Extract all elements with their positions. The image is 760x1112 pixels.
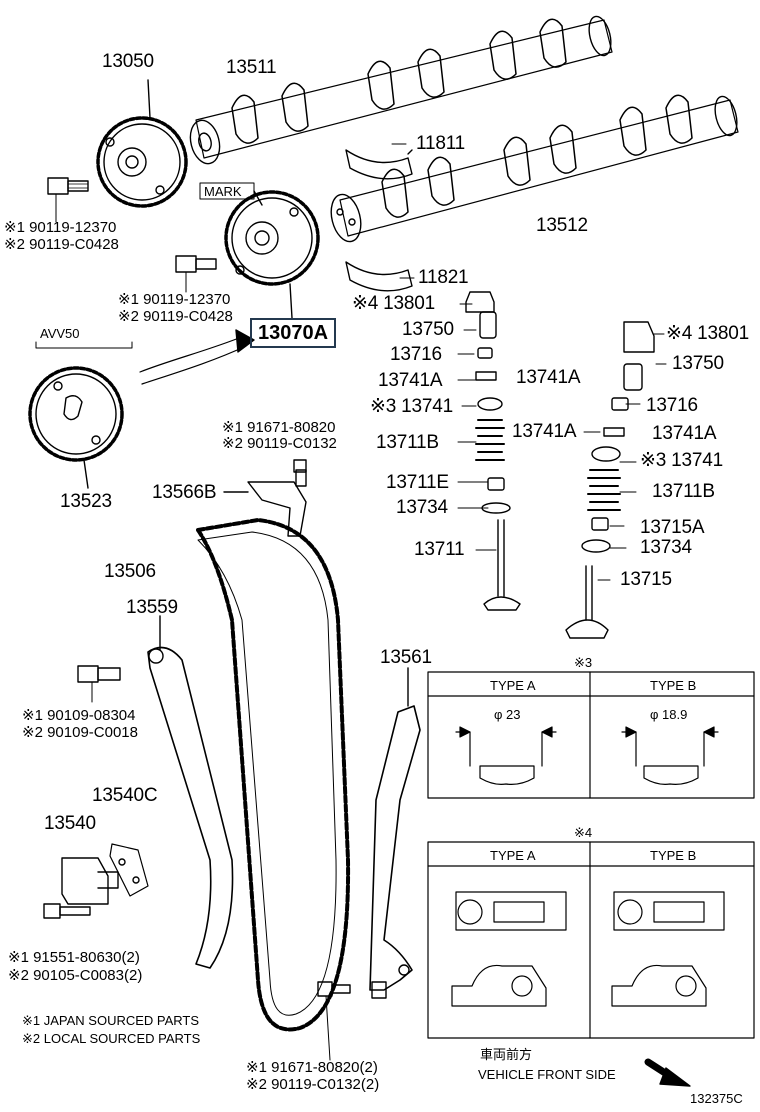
label-13711b-right: 13711B	[652, 481, 715, 502]
label-13750-left: 13750	[402, 319, 454, 340]
label-13559: 13559	[126, 597, 178, 618]
valve-train-left	[465, 291, 521, 611]
leader-lines	[391, 143, 667, 581]
note-local-sourced: ※2 LOCAL SOURCED PARTS	[22, 1031, 201, 1046]
camshaft-exhaust	[330, 94, 739, 243]
cam-timing-gear-13523	[28, 366, 124, 489]
bearing-11821	[345, 261, 413, 292]
label-13715a: 13715A	[640, 517, 705, 538]
bolt-chain-guide	[317, 981, 351, 1061]
direction-en: VEHICLE FRONT SIDE	[478, 1067, 616, 1082]
table-3-dim-a: φ 23	[494, 707, 521, 722]
label-13711b-left: 13711B	[376, 432, 439, 453]
label-bolt-4b: ※2 90109-C0018	[22, 724, 138, 741]
timing-chain	[196, 518, 351, 1032]
bolt-middle	[175, 255, 217, 293]
label-bolt-2a: ※1 90119-12370	[118, 291, 231, 308]
label-13050: 13050	[102, 51, 154, 72]
label-13711e: 13711E	[386, 472, 449, 493]
label-13511: 13511	[226, 57, 277, 78]
label-13715: 13715	[620, 569, 672, 590]
table-3	[427, 671, 755, 799]
cam-timing-gear-13070a	[199, 182, 320, 319]
label-13716-left: 13716	[390, 344, 442, 365]
label-13711: 13711	[414, 539, 465, 560]
label-bolt-6b: ※2 90119-C0132(2)	[246, 1076, 380, 1093]
note-japan-sourced: ※1 JAPAN SOURCED PARTS	[22, 1013, 200, 1028]
table-3-dim-b: φ 18.9	[650, 707, 688, 722]
label-bolt-2b: ※2 90119-C0428	[118, 308, 233, 325]
bolt-upper	[47, 177, 89, 223]
camshaft-intake	[189, 15, 613, 165]
label-13741a-left-1: 13741A	[378, 370, 443, 391]
table-3-mark: ※3	[574, 655, 593, 670]
label-13741-left: ※3 13741	[370, 396, 454, 417]
label-13716-right: 13716	[646, 395, 698, 416]
table-4-type-a: TYPE A	[490, 848, 536, 863]
bearing-11811	[345, 149, 413, 180]
label-avv50: AVV50	[40, 326, 80, 341]
chain-guide-13561	[369, 667, 421, 999]
label-11821: 11821	[418, 267, 469, 288]
label-13561: 13561	[380, 647, 432, 668]
label-13734-left: 13734	[396, 497, 448, 518]
tensioner-arm-13559	[147, 615, 234, 969]
cam-timing-gear-13050	[96, 79, 188, 208]
label-13801-right: ※4 13801	[666, 323, 750, 344]
table-4	[427, 841, 755, 1039]
label-bolt-5a: ※1 91551-80630(2)	[8, 949, 140, 966]
chain-tensioner-13540	[43, 843, 149, 919]
label-13070a-highlighted[interactable]: 13070A	[250, 318, 336, 348]
label-13750-right: 13750	[672, 353, 724, 374]
label-13741a-left-2: 13741A	[516, 367, 581, 388]
table-3-type-b: TYPE B	[650, 678, 697, 693]
label-bolt-4a: ※1 90109-08304	[22, 707, 136, 724]
label-13540c: 13540C	[92, 785, 158, 806]
label-mark: MARK	[204, 184, 242, 199]
label-13523: 13523	[60, 491, 112, 512]
avv50-bracket	[35, 329, 255, 385]
bolt-13566b	[293, 459, 307, 473]
vehicle-front-arrow-icon	[644, 1058, 691, 1087]
label-bolt-5b: ※2 90105-C0083(2)	[8, 967, 143, 984]
table-3-type-a: TYPE A	[490, 678, 536, 693]
valve-train-right	[565, 321, 655, 639]
label-13512: 13512	[536, 215, 588, 236]
label-11811: 11811	[416, 133, 466, 154]
label-13801-left: ※4 13801	[352, 293, 436, 314]
label-bolt-3b: ※2 90119-C0132	[222, 435, 337, 452]
label-bolt-1a: ※1 90119-12370	[4, 219, 117, 236]
table-4-mark: ※4	[574, 825, 593, 840]
label-13741a-right-2: 13741A	[652, 423, 717, 444]
direction-jp: 車両前方	[480, 1047, 533, 1062]
label-13566b: 13566B	[152, 482, 217, 503]
label-13734-right: 13734	[640, 537, 692, 558]
label-bolt-3a: ※1 91671-80820	[222, 419, 336, 436]
label-bolt-1b: ※2 90119-C0428	[4, 236, 119, 253]
label-13540: 13540	[44, 813, 96, 834]
figure-id: 132375C	[690, 1091, 743, 1106]
label-bolt-6a: ※1 91671-80820(2)	[246, 1059, 378, 1076]
label-13741-right: ※3 13741	[640, 450, 724, 471]
table-4-type-b: TYPE B	[650, 848, 697, 863]
label-13741a-right-1: 13741A	[512, 421, 577, 442]
chain-guide-13566b	[223, 469, 307, 537]
label-13506: 13506	[104, 561, 156, 582]
bolt-tensioner-arm	[77, 665, 121, 703]
